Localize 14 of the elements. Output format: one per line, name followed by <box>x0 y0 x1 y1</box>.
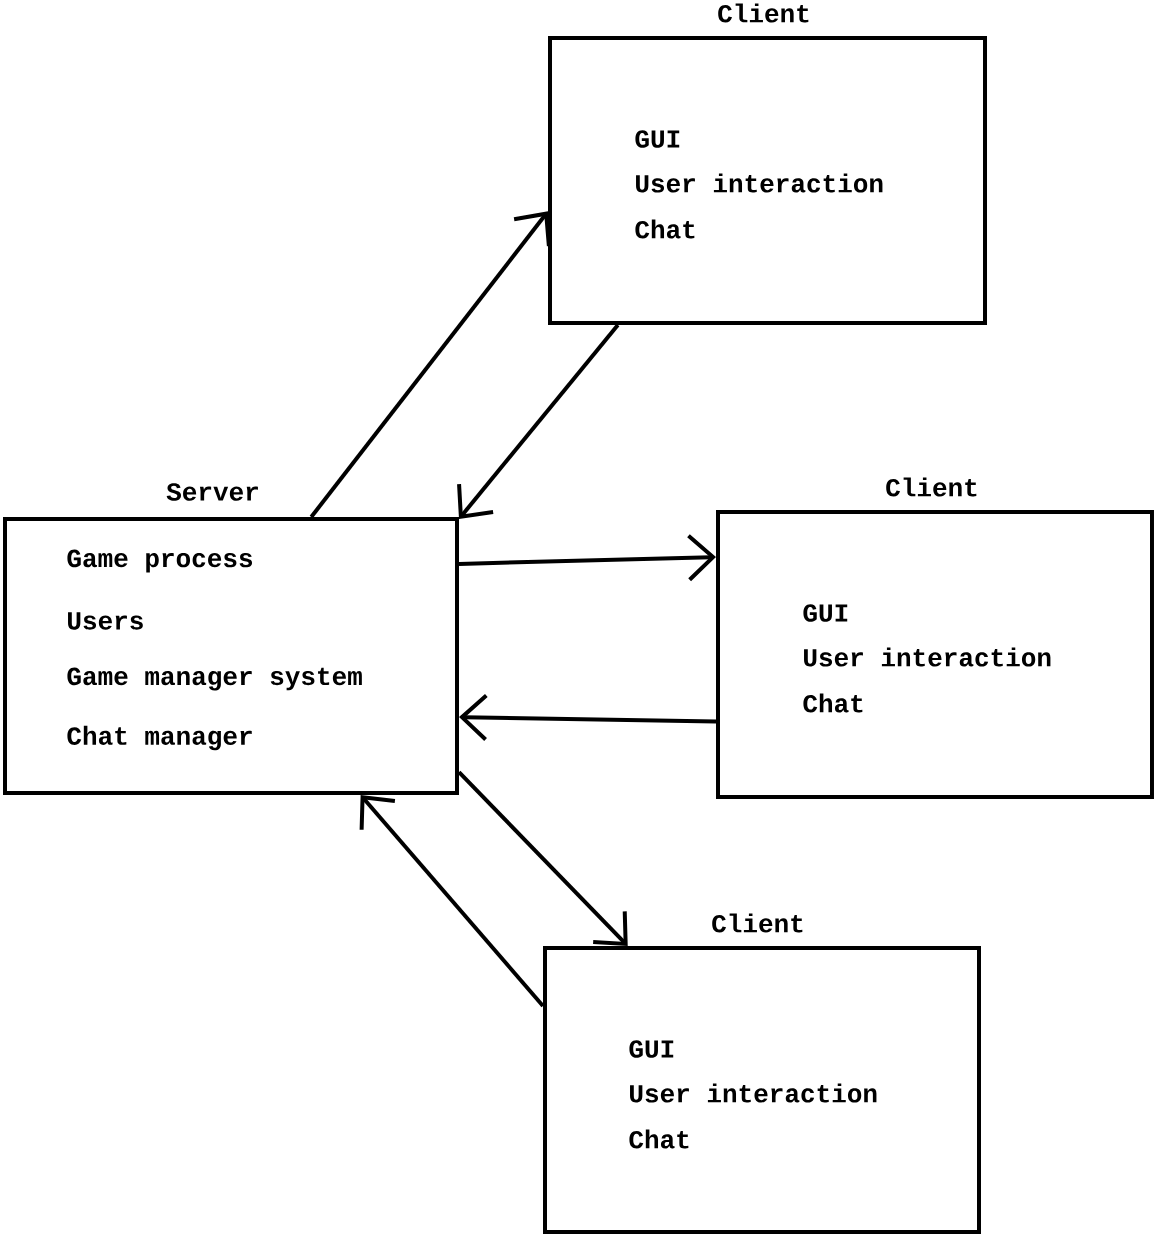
arrow <box>359 795 545 1008</box>
node-label: Client <box>886 477 977 497</box>
box: Client GUI User interaction Chat <box>548 3 987 325</box>
node-label: Server <box>166 483 258 501</box>
node-label: Client <box>712 913 803 933</box>
arrow <box>457 770 628 946</box>
node-label: Client <box>718 3 809 23</box>
arrow <box>457 323 620 519</box>
box: Client GUI User interaction Chat <box>543 913 981 1234</box>
arrow <box>459 694 717 741</box>
arrow <box>309 211 551 519</box>
box: Server Game process Users Game manager system Chat manager <box>3 483 459 795</box>
arrow <box>458 534 716 582</box>
box: Client GUI User interaction Chat <box>716 477 1154 799</box>
